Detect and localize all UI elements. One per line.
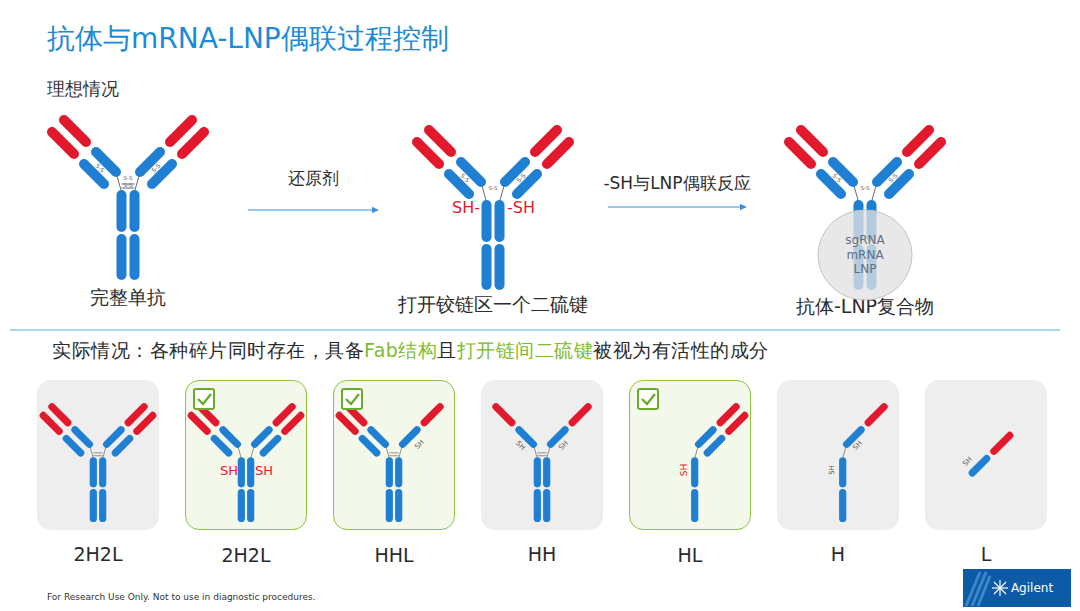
bond-label: S-S bbox=[831, 172, 842, 183]
flow-arrow bbox=[608, 206, 746, 207]
node-caption: H bbox=[737, 543, 939, 566]
antibody-conjugated bbox=[789, 130, 941, 285]
node-caption: 2H2L bbox=[0, 543, 199, 566]
fragment-box: H bbox=[777, 380, 899, 530]
bond-label: S-S bbox=[861, 186, 870, 192]
sentence-part: 实际情况：各种碎片同时存在，具备 bbox=[52, 338, 364, 364]
bond-label: SH bbox=[829, 465, 836, 475]
antibody-figure: 抗体-LNP复合物sgRNA mRNA LNP bbox=[746, 105, 984, 320]
node-caption: L bbox=[885, 543, 1080, 566]
flow-arrow bbox=[248, 209, 378, 210]
fragment-box: HH bbox=[481, 380, 603, 530]
fragment-box: 2H2L bbox=[185, 380, 307, 530]
bond-label: S-S bbox=[124, 183, 133, 189]
sentence-part: 被视为有活性的成分 bbox=[593, 338, 769, 364]
node-caption: 2H2L bbox=[146, 544, 346, 567]
fragment-box: 2H2L bbox=[37, 380, 159, 530]
lnp-label: sgRNA mRNA LNP bbox=[841, 233, 889, 276]
text-label: 理想情况 bbox=[47, 80, 119, 98]
arrow-label: 还原剂 bbox=[288, 167, 339, 190]
sentence-part: 打开链间二硫键 bbox=[457, 338, 594, 364]
bond-label: S-S bbox=[124, 176, 133, 182]
sentence-row: 实际情况：各种碎片同时存在，具备Fab结构且打开链间二硫键被视为有活性的成分 bbox=[52, 338, 769, 364]
text-label: SH bbox=[220, 464, 238, 477]
bond-label: S-S bbox=[459, 172, 470, 183]
lnp-shape bbox=[818, 210, 912, 300]
node-caption: HH bbox=[441, 543, 643, 566]
node-caption: 完整单抗 bbox=[0, 286, 288, 309]
fragment-box: HL bbox=[629, 380, 751, 530]
node-caption: HHL bbox=[294, 544, 494, 567]
bond-label: S-S bbox=[94, 162, 105, 173]
company-logo bbox=[963, 569, 1071, 607]
bond-label: S-S bbox=[489, 186, 498, 192]
antibody-intact bbox=[52, 120, 204, 275]
slide-title: 抗体与mRNA-LNP偶联过程控制 bbox=[47, 20, 449, 58]
text-label: For Research Use Only. Not to use in dia… bbox=[47, 593, 316, 602]
sentence-part: 且 bbox=[437, 338, 457, 364]
antibody-figure: 打开铰链区一个二硫键 bbox=[378, 105, 608, 320]
divider-line bbox=[10, 330, 1060, 331]
bond-label: S-S bbox=[515, 172, 526, 183]
node-caption: HL bbox=[590, 544, 790, 567]
sentence-part: Fab结构 bbox=[364, 338, 437, 364]
text-label: -SH bbox=[507, 200, 535, 216]
antibody-figure: 完整单抗 bbox=[8, 105, 248, 320]
text-label: SH- bbox=[452, 200, 480, 216]
bond-label: S-S bbox=[150, 162, 161, 173]
node-caption: 打开铰链区一个二硫键 bbox=[338, 293, 648, 316]
antibody-reduced bbox=[417, 130, 569, 285]
bond-label: SH bbox=[680, 464, 689, 476]
lnp-ellipse: sgRNA mRNA LNP bbox=[817, 209, 913, 301]
text-label: Agilent bbox=[1011, 582, 1053, 594]
text-label: SH bbox=[255, 464, 273, 477]
fragment-box: HHL bbox=[333, 380, 455, 530]
bond-label: S-S bbox=[887, 172, 898, 183]
fragment-box: L bbox=[925, 380, 1047, 530]
arrow-label: -SH与LNP偶联反应 bbox=[603, 172, 750, 195]
